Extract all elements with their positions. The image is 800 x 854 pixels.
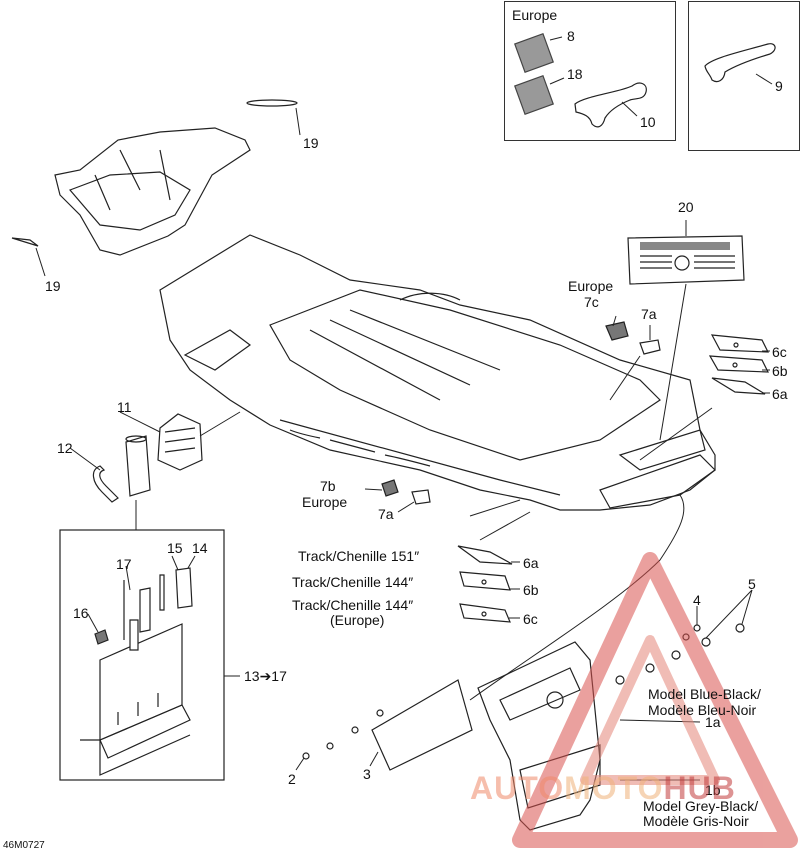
callout-7a-bottom: 7a — [378, 506, 394, 522]
tool-kit-box — [59, 529, 225, 781]
callout-17: 17 — [116, 556, 132, 572]
watermark-part-3: HUB — [663, 770, 736, 806]
reflector-7c — [605, 321, 629, 341]
callout-11: 11 — [117, 399, 132, 415]
europe-label-7c: Europe — [568, 278, 614, 294]
callout-12: 12 — [57, 440, 73, 456]
europe-box-title: Europe — [512, 7, 558, 23]
strap-12 — [92, 465, 119, 503]
decals-6-track — [457, 545, 513, 623]
callout-6b-bottom: 6b — [523, 582, 539, 598]
callout-6c-bottom: 6c — [523, 611, 538, 627]
safety-label-20 — [627, 235, 745, 285]
model-blue-label: Model Blue-Black/ — [648, 686, 761, 702]
callout-7a-top: 7a — [641, 306, 657, 322]
callout-2: 2 — [288, 771, 296, 787]
callout-20: 20 — [678, 199, 694, 215]
track-151-label: Track/Chenille 151″ — [298, 548, 420, 564]
callout-4: 4 — [693, 592, 701, 608]
callout-8: 8 — [567, 28, 575, 44]
callout-6a-bottom: 6a — [523, 555, 539, 571]
callout-1a: 1a — [705, 714, 721, 730]
watermark-part-2: MOTO — [564, 770, 664, 806]
decal-18 — [514, 75, 554, 115]
chassis-frame — [159, 234, 716, 511]
callout-15: 15 — [167, 540, 183, 556]
reflector-7a-top — [639, 339, 661, 355]
callout-10: 10 — [640, 114, 656, 130]
decals-6-top — [708, 334, 769, 395]
europe-tools-box — [504, 1, 676, 141]
diagram-id: 46M0727 — [3, 840, 45, 851]
watermark-logo — [512, 552, 798, 848]
callout-19-left: 19 — [45, 278, 61, 294]
tool-pouch-11 — [125, 413, 203, 497]
callout-13-17: 13➔17 — [244, 668, 287, 684]
track-144-label: Track/Chenille 144″ — [292, 574, 414, 590]
callout-14: 14 — [192, 540, 208, 556]
plate-3 — [371, 679, 473, 771]
callout-3: 3 — [363, 766, 371, 782]
callout-7b: 7b — [320, 478, 336, 494]
callout-6b-top: 6b — [772, 363, 788, 379]
callout-16: 16 — [73, 605, 89, 621]
mud-flap — [477, 641, 601, 831]
belly-pan — [11, 99, 298, 256]
callout-9: 9 — [775, 78, 783, 94]
decal-8 — [514, 33, 554, 73]
callout-19-top: 19 — [303, 135, 319, 151]
model-blue-label-2: Modèle Bleu-Noir — [648, 702, 757, 718]
callout-6a-top: 6a — [772, 386, 788, 402]
watermark-part-1: AUTO — [470, 770, 565, 806]
callout-1b: 1b — [705, 782, 721, 798]
reflector-7a-bottom — [411, 489, 431, 505]
wrench-10 — [574, 82, 647, 128]
callout-7c: 7c — [584, 294, 599, 310]
watermark-text: AUTOMOTOHUB — [470, 770, 736, 807]
track-144-europe-label: Track/Chenille 144″ — [292, 597, 414, 613]
reflector-7b — [381, 479, 399, 497]
callout-6c-top: 6c — [772, 344, 787, 360]
callout-18: 18 — [567, 66, 583, 82]
europe-label-7b: Europe — [302, 494, 348, 510]
callout-5: 5 — [748, 576, 756, 592]
model-grey-label: Model Grey-Black/ — [643, 798, 759, 814]
track-144-europe-label-2: (Europe) — [330, 612, 385, 628]
wrench-9 — [704, 43, 776, 83]
wrench-box — [688, 1, 800, 151]
model-grey-label-2: Modèle Gris-Noir — [643, 813, 749, 829]
